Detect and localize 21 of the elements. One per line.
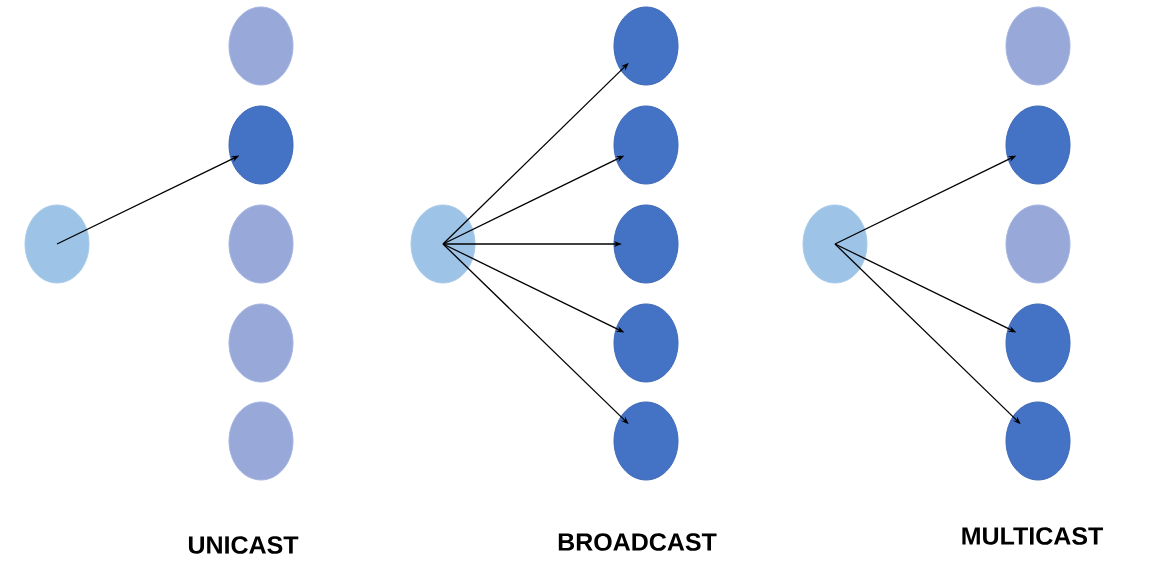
node-circle [613,204,679,284]
node-circle [1005,401,1071,481]
node-circle [228,6,294,86]
node-circle [24,204,90,284]
node-circle [613,105,679,185]
node-circle [1005,6,1071,86]
node-circle [613,303,679,383]
node-circle [1005,204,1071,284]
node-circle [228,204,294,284]
node-circle [410,204,476,284]
caption-label: BROADCAST [558,533,717,551]
node-circle [1005,105,1071,185]
node-circle [1005,303,1071,383]
node-circle [228,401,294,481]
node-circle [228,303,294,383]
node-circle [228,105,294,185]
node-circle [613,401,679,481]
caption-label: MULTICAST [962,527,1104,545]
node-circle [802,204,868,284]
caption-label: UNICAST [188,536,299,554]
node-circle [613,6,679,86]
